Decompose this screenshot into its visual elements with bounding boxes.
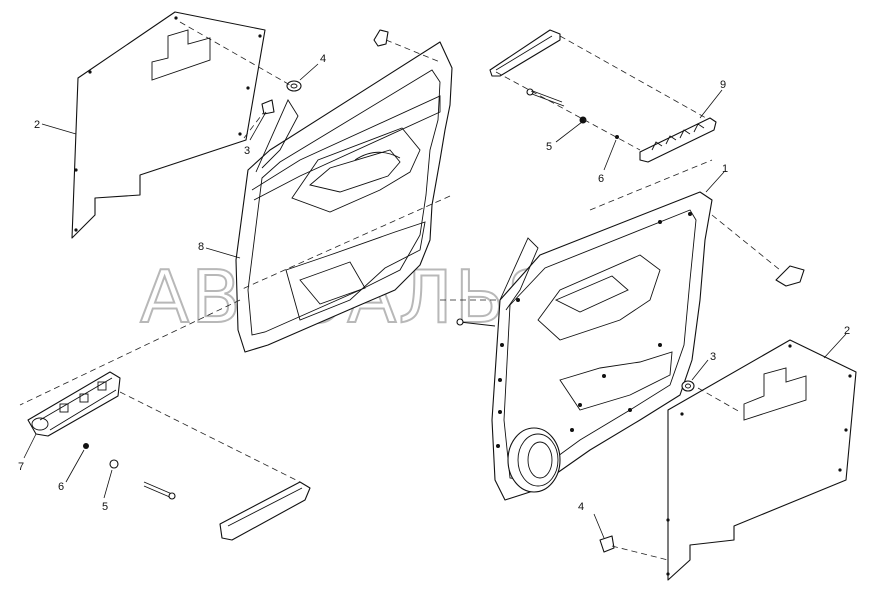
bolt-middle [456, 318, 496, 327]
armrest-bracket-7 [27, 371, 121, 437]
callout-5-top: 5 [546, 141, 552, 153]
door-inner-panel [491, 191, 713, 501]
speaker [507, 427, 561, 493]
clip-3-right [681, 380, 695, 392]
callout-2-right: 2 [844, 325, 850, 337]
clip-3-top [261, 99, 275, 115]
callout-8: 8 [198, 241, 204, 253]
pull-handle-9 [639, 117, 717, 163]
leader-lines [23, 63, 847, 539]
callout-6-bottom: 6 [58, 481, 64, 493]
armrest-rail-bottom [219, 481, 311, 541]
callout-4-bottom: 4 [578, 501, 584, 513]
armrest-rail-top [489, 29, 561, 77]
callout-2-left: 2 [34, 119, 40, 131]
bracket-right [775, 265, 805, 287]
callout-7: 7 [18, 461, 24, 473]
insulation-panel-left [71, 11, 266, 239]
callout-6-top: 6 [598, 173, 604, 185]
callout-4-top: 4 [320, 53, 326, 65]
clip-4-top [286, 80, 302, 92]
nut-5-bottom [109, 459, 119, 469]
bracket-top [373, 29, 389, 47]
callout-9: 9 [720, 79, 726, 91]
callout-1: 1 [722, 163, 728, 175]
assembly-lines [19, 21, 781, 561]
insulation-panel-right [666, 339, 857, 581]
callout-3-right: 3 [710, 351, 716, 363]
bolt-bottom [143, 481, 176, 500]
callout-5-bottom: 5 [102, 501, 108, 513]
washer-6-top [615, 135, 619, 139]
clip-4-bottom [599, 535, 615, 553]
callout-labels: 2 4 3 8 9 5 6 1 2 3 4 7 6 5 [18, 53, 850, 513]
callout-3-top: 3 [244, 145, 250, 157]
washer-6-bottom [83, 443, 89, 449]
door-trim-panel [235, 41, 453, 353]
nut-5-top [579, 116, 587, 124]
